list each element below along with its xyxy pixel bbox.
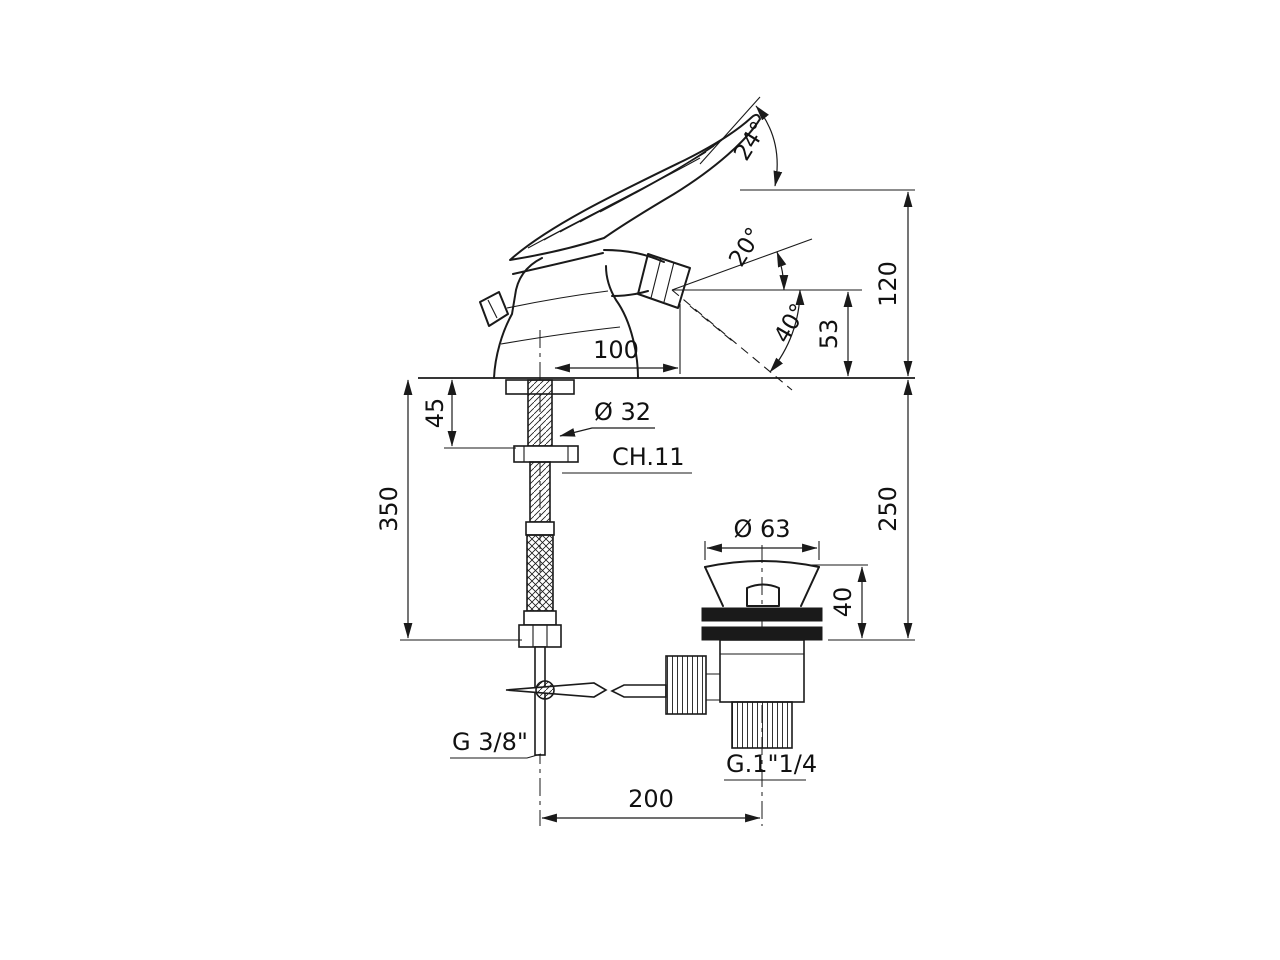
dim-350-label: 350 (375, 486, 403, 532)
dim-63-label: Ø 63 (733, 515, 790, 543)
popup-rod-right (610, 684, 667, 698)
spout-axis-line (671, 238, 813, 291)
dim-120-label: 120 (874, 261, 902, 307)
supply-hose (526, 534, 554, 612)
supply-pipe (534, 646, 546, 756)
dim-40-arc (769, 289, 805, 373)
dim-200-label: 200 (628, 785, 674, 813)
drain-knurled-nut (665, 655, 707, 715)
spray-direction-dashes (671, 289, 793, 391)
leader-dia32 (559, 427, 655, 437)
dim-20-label: 20° (724, 223, 768, 271)
drain-popup-cap (746, 583, 780, 607)
mounting-flange (513, 445, 579, 463)
faucet-body (493, 249, 665, 379)
threaded-shank (527, 379, 553, 447)
dim-24-arc (755, 105, 783, 187)
dim-53-label: 53 (815, 319, 843, 350)
drain-body (706, 639, 805, 703)
drain-seal-plates (701, 607, 823, 641)
dim-20-arc (776, 251, 789, 291)
handle-angle-ref-line (699, 96, 761, 165)
dim-g114-label: G.1"1/4 (726, 750, 817, 778)
handle-hatching (527, 133, 731, 249)
hose-ferrule-bottom (523, 610, 557, 626)
dim-40deg-label: 40° (769, 299, 812, 347)
popup-rod-left (505, 682, 608, 698)
dim-g38-label: G 3/8" (452, 728, 528, 756)
aerator (637, 253, 691, 309)
ext-63-sides (704, 541, 820, 560)
hose-nut (518, 624, 562, 648)
dim-40-label: 40 (829, 587, 857, 618)
drain-flange (704, 560, 820, 607)
dim-dia32-label: Ø 32 (594, 398, 651, 426)
leader-g38 (450, 753, 542, 759)
dim-100-label: 100 (593, 336, 639, 364)
faucet-handle (509, 113, 761, 261)
threaded-tail (529, 461, 551, 523)
dim-250-label: 250 (874, 486, 902, 532)
popup-rod-ball-joint (535, 680, 555, 700)
dim-45-label: 45 (421, 398, 449, 429)
dim-ch11-label: CH.11 (612, 443, 685, 471)
drain-tailpiece (731, 701, 793, 749)
hose-ferrule-top (525, 521, 555, 536)
side-lever-stub (479, 291, 509, 327)
